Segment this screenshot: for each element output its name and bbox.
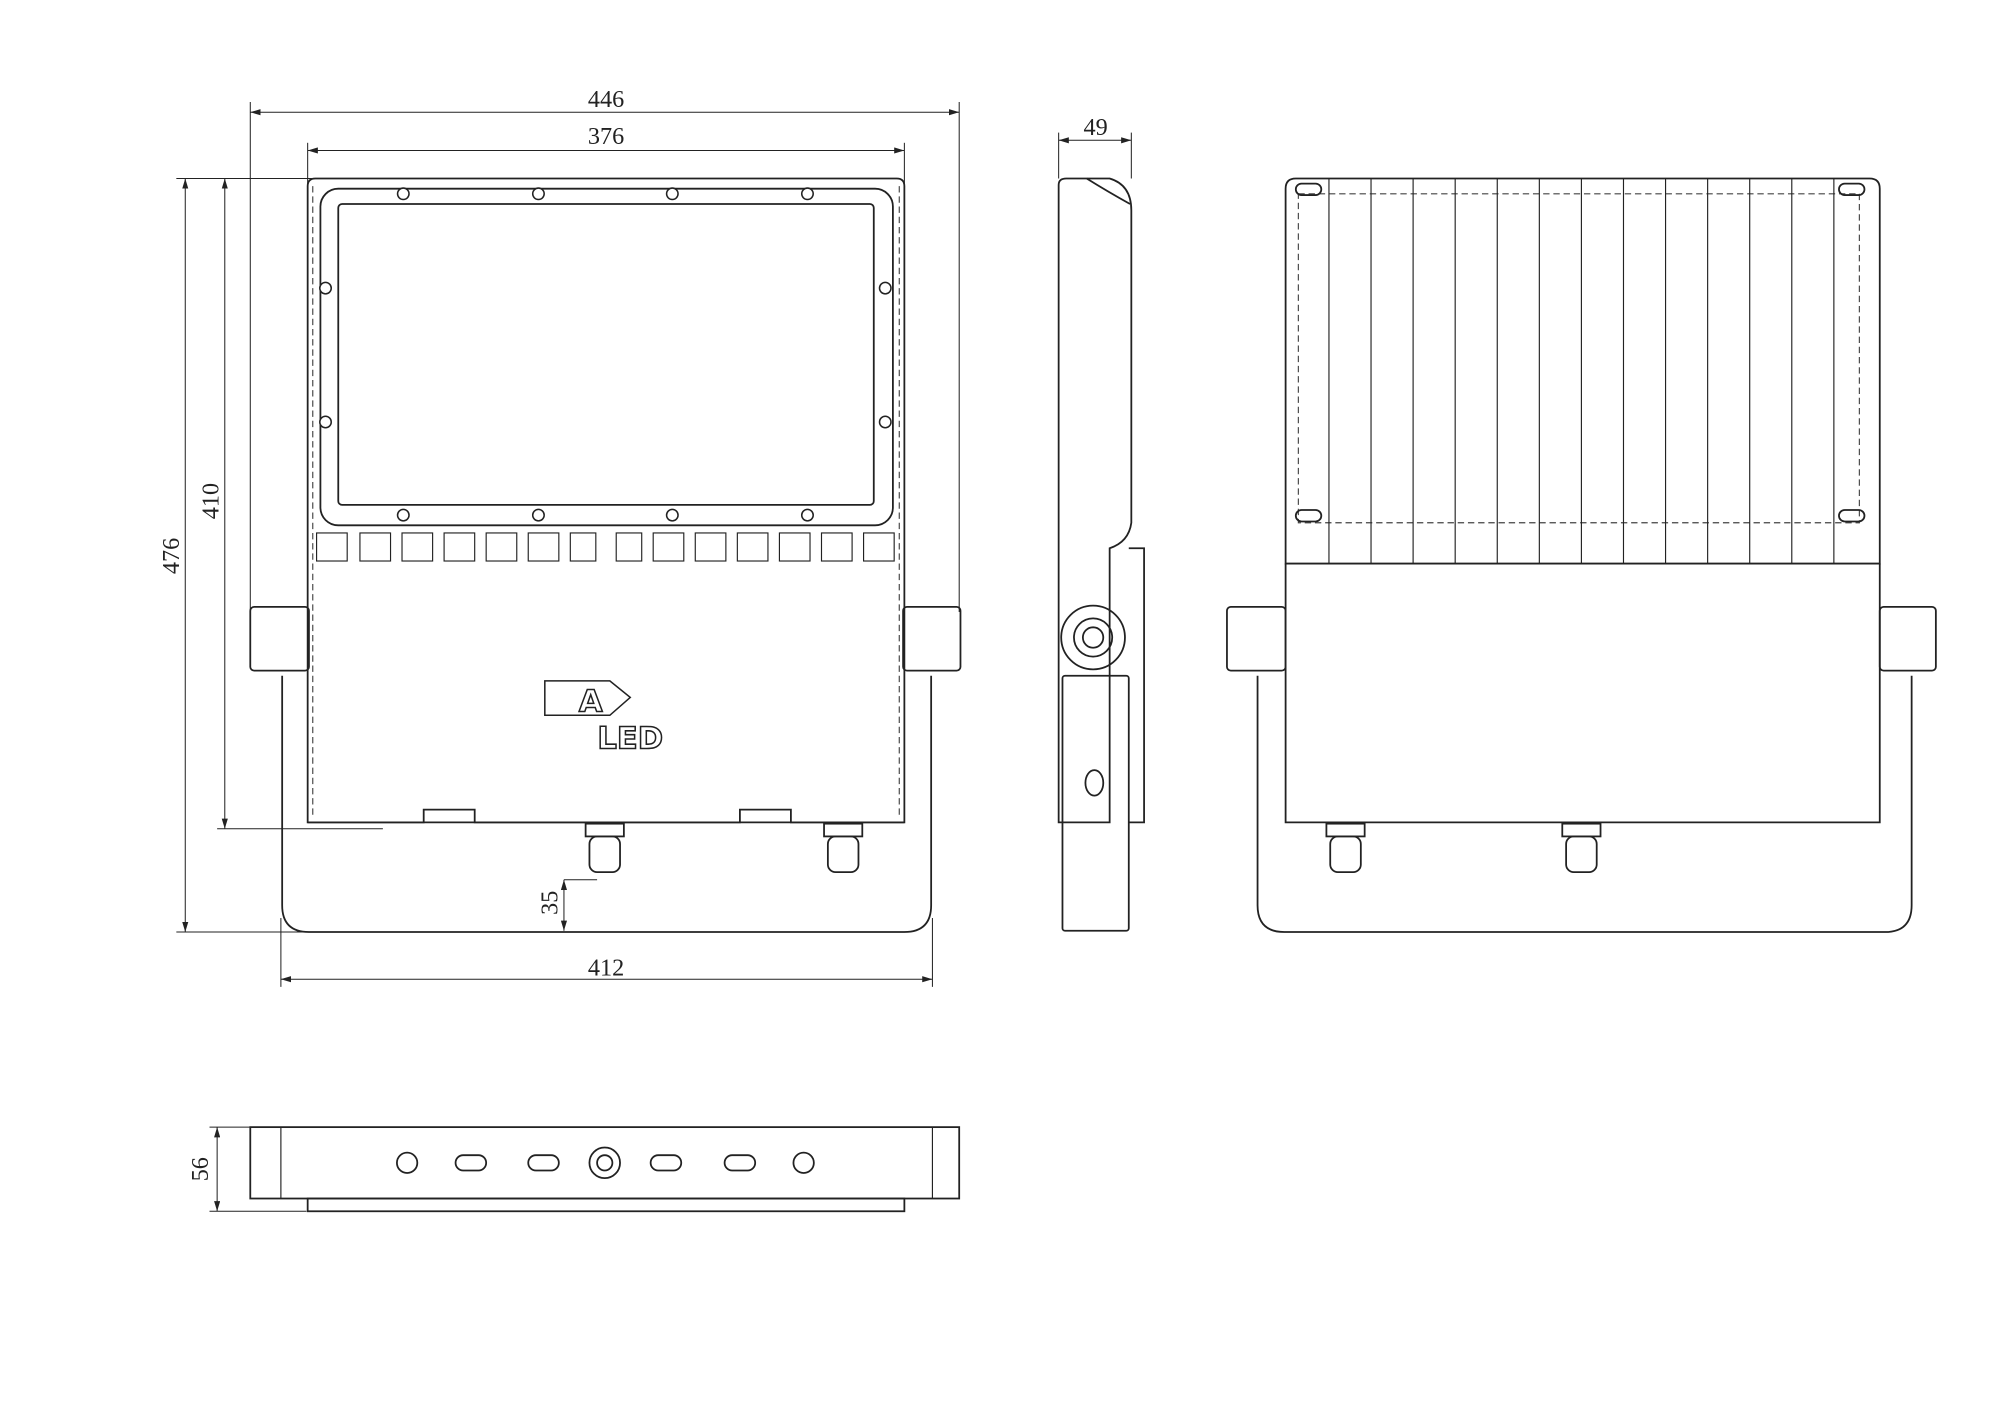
led-logo-text: LED [597, 721, 663, 756]
side-bracket [1061, 674, 1130, 932]
dimension-49: 49 [1084, 114, 1108, 141]
frame-screws [319, 187, 892, 522]
side-view: 49 [1057, 114, 1145, 932]
vent-slots [316, 532, 895, 562]
bracket-knob-left [249, 606, 310, 672]
heatsink-fins [1328, 178, 1835, 564]
dimension-412: 412 [588, 954, 624, 981]
bracket-knob-right [902, 606, 962, 672]
dimension-476: 476 [158, 538, 185, 574]
energy-class-arrow-icon [544, 680, 632, 717]
energy-class: A [579, 684, 603, 719]
bottom-profile [249, 1126, 961, 1200]
dimension-446: 446 [588, 86, 624, 113]
rear-view [1226, 177, 1937, 933]
front-view: 446 376 476 410 35 412 A [158, 86, 962, 987]
corner-slots [1294, 182, 1866, 523]
lens-frame [319, 187, 894, 527]
heatsink-outline [1284, 177, 1881, 565]
tilt-scale-icon [1060, 604, 1126, 671]
dimension-376: 376 [588, 123, 624, 150]
bottom-view: 56 [187, 1126, 961, 1213]
mounting-bracket [281, 675, 933, 933]
dimension-35: 35 [537, 891, 564, 915]
energy-label-logo: A LED [544, 680, 664, 757]
cable-glands [584, 822, 864, 874]
lens-window [337, 203, 875, 506]
dimension-410: 410 [197, 483, 224, 519]
dimension-56: 56 [187, 1157, 214, 1181]
